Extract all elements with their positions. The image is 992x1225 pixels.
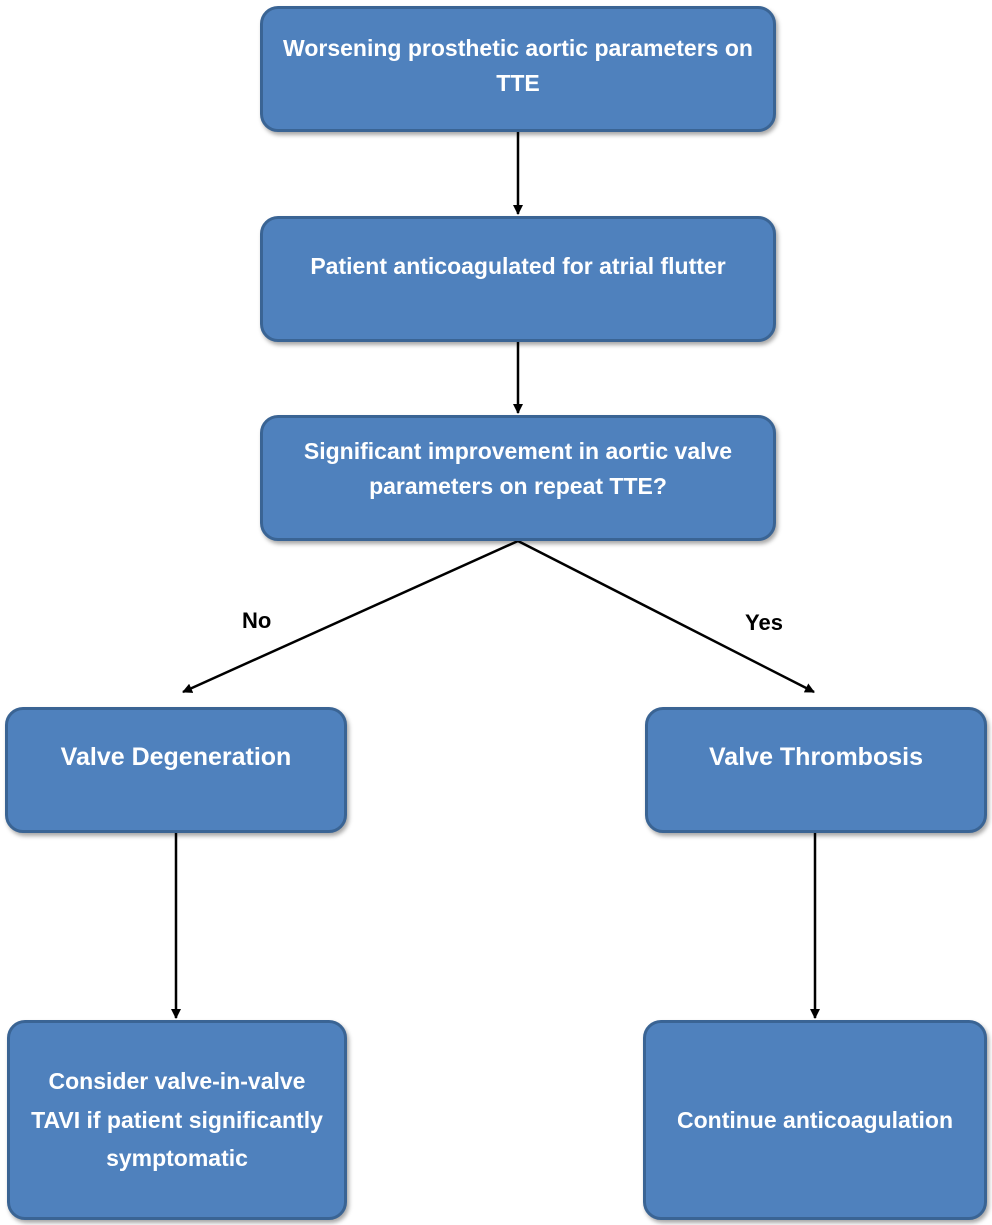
arrow-question-to-thrombosis	[517, 539, 815, 694]
node-patient-anticoagulated-label: Patient anticoagulated for atrial flutte…	[310, 253, 726, 279]
node-valve-degeneration: Valve Degeneration	[5, 707, 347, 833]
node-valve-thrombosis-label: Valve Thrombosis	[709, 743, 923, 771]
node-patient-anticoagulated: Patient anticoagulated for atrial flutte…	[260, 216, 776, 342]
edge-label-no: No	[242, 608, 272, 633]
node-valve-thrombosis: Valve Thrombosis	[645, 707, 987, 833]
node-consider-tavi: Consider valve-in-valve TAVI if patient …	[7, 1020, 347, 1220]
node-consider-tavi-label: Consider valve-in-valve TAVI if patient …	[31, 1068, 323, 1172]
node-improvement-question: Significant improvement in aortic valve …	[260, 415, 776, 541]
node-continue-anticoagulation-label: Continue anticoagulation	[677, 1106, 953, 1133]
node-worsening-parameters-label: Worsening prosthetic aortic parameters o…	[283, 35, 753, 96]
node-valve-degeneration-label: Valve Degeneration	[60, 743, 292, 771]
node-improvement-question-label: Significant improvement in aortic valve …	[303, 438, 733, 499]
edge-label-yes: Yes	[745, 610, 783, 635]
arrow-question-to-degeneration	[182, 539, 519, 694]
node-worsening-parameters: Worsening prosthetic aortic parameters o…	[260, 6, 776, 132]
node-continue-anticoagulation: Continue anticoagulation	[643, 1020, 987, 1220]
